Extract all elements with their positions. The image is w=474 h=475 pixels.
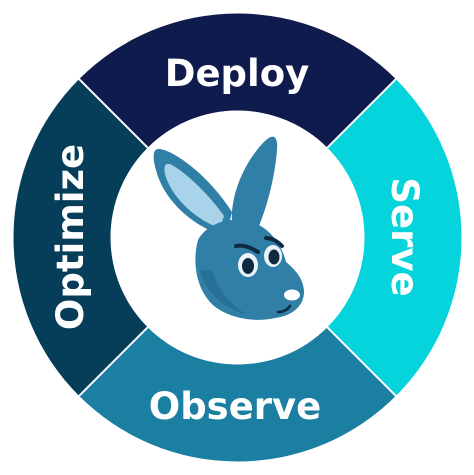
segment-dividers [78, 78, 397, 397]
label-optimize: Optimize [49, 144, 92, 330]
mascot-left-eye [242, 258, 254, 274]
label-serve: Serve [383, 177, 426, 296]
mascot-nose [284, 289, 300, 301]
mascot-right-ear [231, 136, 278, 228]
kangaroo-head-icon [153, 136, 304, 320]
label-observe: Observe [149, 385, 322, 428]
segment-deploy [79, 13, 396, 148]
label-deploy: Deploy [165, 52, 310, 95]
segment-serve [327, 79, 462, 396]
mascot-cheek-shade [200, 270, 246, 314]
mascot-left-ear-inner [164, 163, 224, 228]
segment-optimize [13, 79, 148, 396]
mascot-right-eye [268, 249, 280, 265]
segment-observe [79, 327, 396, 462]
